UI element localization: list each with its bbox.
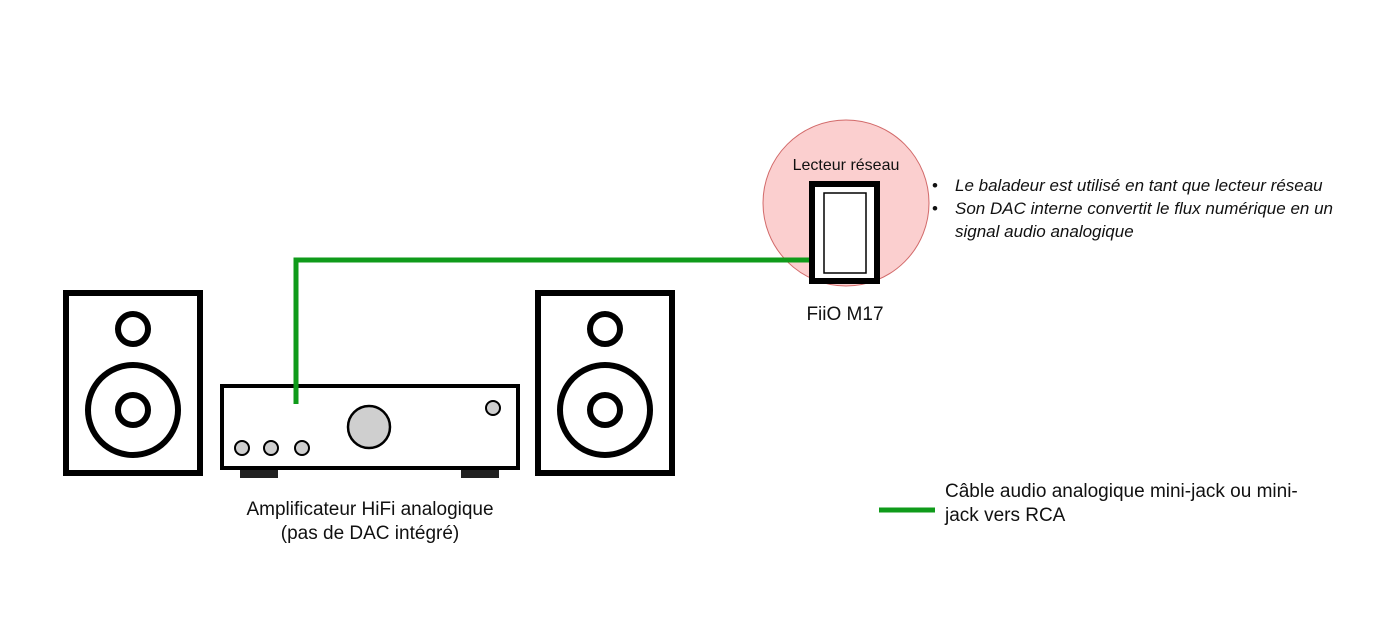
network-player-name: FiiO M17 <box>806 304 884 325</box>
network-player-device <box>809 181 880 284</box>
volume-knob-icon <box>346 404 392 450</box>
input-selector-icon <box>294 440 310 456</box>
amplifier-label-line1: Amplificateur HiFi analogique <box>246 499 494 520</box>
notes-list: • Le baladeur est utilisé en tant que lec… <box>930 174 1375 243</box>
input-selector-icon <box>263 440 279 456</box>
amplifier-label-line2: (pas de DAC intégré) <box>280 523 460 544</box>
right-speaker-woofer-cap <box>587 392 623 428</box>
power-button-icon <box>485 400 501 416</box>
right-speaker-tweeter <box>587 311 623 347</box>
amplifier-foot-right <box>461 467 499 478</box>
network-player-role-label: Lecteur réseau <box>792 157 900 174</box>
left-speaker <box>63 290 203 476</box>
note-item: • Le baladeur est utilisé en tant que lec… <box>930 174 1375 197</box>
legend-label: Câble audio analogique mini-jack ou mini… <box>945 481 1298 526</box>
input-selector-icon <box>234 440 250 456</box>
amplifier <box>220 384 520 478</box>
player-screen <box>823 192 867 274</box>
note-text: Son DAC interne convertit le flux numéri… <box>955 199 1333 241</box>
amplifier-foot-left <box>240 467 278 478</box>
bullet-icon: • <box>932 176 938 195</box>
note-text: Le baladeur est utilisé en tant que lect… <box>955 176 1323 195</box>
note-item: • Son DAC interne convertit le flux numér… <box>930 197 1375 243</box>
bullet-icon: • <box>932 199 938 218</box>
amplifier-label: Amplificateur HiFi analogique (pas de DA… <box>200 498 540 546</box>
analog-cable <box>293 257 812 404</box>
right-speaker <box>535 290 675 476</box>
left-speaker-tweeter <box>115 311 151 347</box>
left-speaker-woofer-cap <box>115 392 151 428</box>
